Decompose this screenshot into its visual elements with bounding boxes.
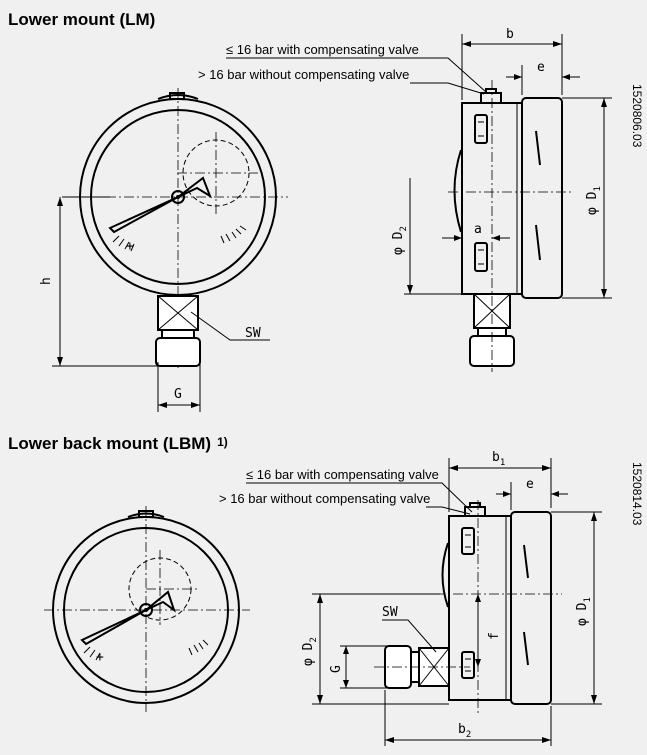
svg-text:f: f	[487, 632, 502, 640]
lbm-dim-e: e	[496, 477, 568, 510]
lm-drawing-code: 1520806.03	[630, 84, 644, 148]
lm-dim-h: h	[39, 196, 158, 367]
lm-title: Lower mount (LM)	[8, 10, 155, 29]
lm-dim-g: G	[157, 362, 201, 412]
svg-text:SW: SW	[245, 326, 261, 341]
lbm-drawing-code: 1520814.03	[630, 462, 644, 526]
svg-text:φ D1: φ D1	[575, 597, 593, 626]
lbm-dim-d1: φ D1	[551, 511, 602, 705]
lbm-dim-b1: b1	[448, 450, 552, 512]
lm-dim-e: e	[506, 60, 580, 95]
svg-text:G: G	[329, 665, 344, 673]
svg-text:e: e	[526, 477, 534, 492]
lm-dim-sw: SW	[190, 311, 270, 341]
svg-text:h: h	[39, 277, 54, 285]
lm-side-view	[448, 80, 572, 372]
svg-text:φ D1: φ D1	[585, 186, 603, 215]
svg-text:SW: SW	[382, 605, 398, 620]
lbm-note-le: ≤ 16 bar with compensating valve	[246, 467, 439, 482]
lbm-dim-d2: φ D2	[301, 593, 449, 705]
svg-text:b: b	[506, 27, 514, 42]
lm-note-leader-1	[226, 57, 487, 93]
svg-text:+: +	[96, 650, 104, 665]
lm-note-gt: > 16 bar without compensating valve	[198, 67, 409, 82]
lm-note-le: ≤ 16 bar with compensating valve	[226, 42, 419, 57]
lbm-front-view: +	[44, 506, 250, 712]
lbm-note-gt: > 16 bar without compensating valve	[219, 491, 430, 506]
lm-dim-b: b	[461, 27, 563, 100]
lbm-title: Lower back mount (LBM)1)	[8, 434, 228, 453]
svg-text:b1: b1	[492, 450, 505, 468]
svg-text:φ D2: φ D2	[391, 226, 409, 255]
lbm-dim-f: f	[475, 594, 502, 667]
lbm-dim-b2: b2	[384, 690, 552, 746]
lm-note-leader-2	[410, 82, 485, 95]
svg-text:e: e	[537, 60, 545, 75]
lbm-note-leader-2	[426, 506, 471, 515]
lbm-note-leader-1	[246, 482, 473, 513]
svg-text:a: a	[474, 222, 482, 237]
lbm-side-view	[374, 500, 562, 716]
lm-dim-a: a	[442, 222, 510, 256]
lm-dim-d2: φ D2	[391, 178, 462, 295]
lm-dim-d1: φ D1	[562, 97, 612, 299]
svg-text:φ D2: φ D2	[301, 637, 319, 666]
lbm-dim-g: G	[329, 645, 392, 689]
svg-text:G: G	[174, 387, 182, 402]
svg-text:b2: b2	[458, 722, 471, 740]
lbm-dim-sw: SW	[382, 605, 437, 653]
svg-text:+: +	[126, 239, 134, 254]
